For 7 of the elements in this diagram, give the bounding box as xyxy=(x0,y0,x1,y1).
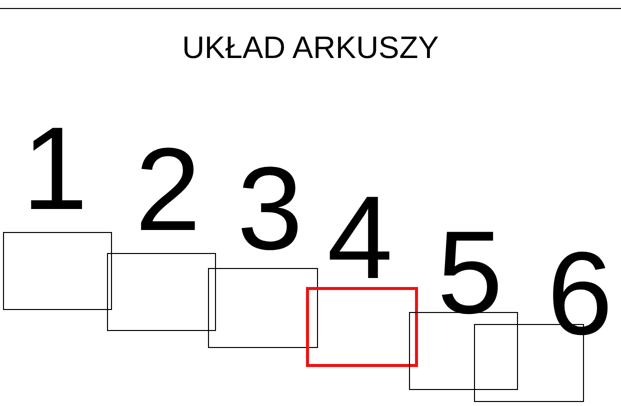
title: UKŁAD ARKUSZY xyxy=(181,30,440,66)
sheet-number: 5 xyxy=(437,223,503,323)
sheet-number: 6 xyxy=(547,244,613,344)
sheet-number: 3 xyxy=(237,159,303,259)
sheet-number: 1 xyxy=(22,119,88,219)
sheet-number: 4 xyxy=(327,188,393,288)
sheet-number: 2 xyxy=(135,140,201,240)
